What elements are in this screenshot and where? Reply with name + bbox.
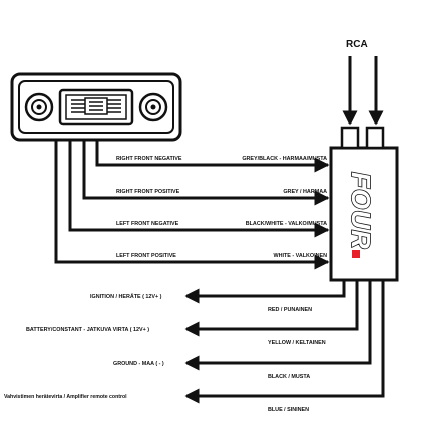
tuning-knob-icon	[138, 92, 168, 122]
red-indicator	[352, 250, 360, 258]
wire-label-right-front-positive: GREY / HARMAA	[283, 189, 327, 195]
source-label-ignition: IGNITION / HERÄTE ( 12V+ )	[90, 293, 162, 300]
wire-left-front-negative	[68, 140, 330, 238]
wire-label-right-front-negative: GREY/BLACK - HARMAA/MUSTA	[242, 156, 327, 162]
rca-label: RCA	[346, 39, 368, 50]
source-label-ground: GROUND - MAA ( - )	[113, 361, 164, 367]
rca-socket-left	[340, 126, 360, 150]
wire-label-left-front-negative: BLACK/WHITE - VALKO/MUSTA	[246, 221, 327, 227]
converter-box: FOUR	[329, 126, 399, 282]
wire-left-front-positive	[54, 140, 330, 270]
rca-socket-right	[365, 126, 385, 150]
radio-label-left-front-negative: LEFT FRONT NEGATIVE	[116, 221, 179, 227]
rca-input-arrows	[342, 56, 384, 126]
wire-right-front-negative	[95, 140, 330, 173]
source-label-amplifier-remote: Vahvistimen herätevirta / Amplifier remo…	[4, 394, 127, 400]
wire-label-ignition: RED / PUNAINEN	[268, 307, 312, 313]
radio-label-left-front-positive: LEFT FRONT POSITIVE	[116, 253, 176, 259]
power-wires	[184, 280, 385, 404]
wire-ignition	[184, 280, 346, 304]
radio-display-icon	[58, 88, 134, 126]
brand-logo: FOUR	[346, 172, 376, 250]
radio-label-right-front-negative: RIGHT FRONT NEGATIVE	[116, 156, 182, 162]
volume-knob-icon	[24, 92, 54, 122]
wire-label-ground: BLACK / MUSTA	[268, 374, 310, 380]
wire-ground	[184, 280, 372, 371]
speaker-output-labels: RIGHT FRONT NEGATIVE GREY/BLACK - HARMAA…	[116, 156, 327, 259]
car-radio-head-unit	[10, 72, 182, 142]
radio-label-right-front-positive: RIGHT FRONT POSITIVE	[116, 189, 180, 195]
wire-right-front-positive	[82, 140, 330, 206]
wire-battery	[184, 280, 359, 337]
wire-label-left-front-positive: WHITE - VALKOINEN	[273, 253, 327, 259]
wire-label-battery: YELLOW / KELTAINEN	[268, 340, 326, 346]
wire-amplifier-remote	[184, 280, 385, 404]
wire-label-amplifier-remote: BLUE / SININEN	[268, 407, 309, 413]
power-input-labels: IGNITION / HERÄTE ( 12V+ ) RED / PUNAINE…	[4, 293, 326, 413]
speaker-wires	[54, 140, 330, 270]
source-label-battery: BATTERY/CONSTANT - JATKUVA VIRTA ( 12V+ …	[26, 327, 149, 333]
